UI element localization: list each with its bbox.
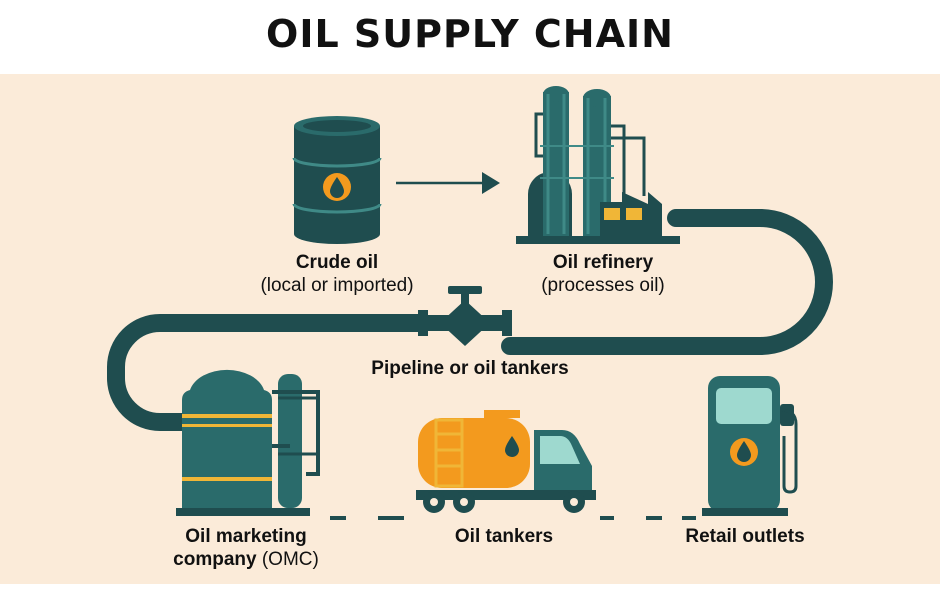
pipeline-label: Pipeline or oil tankers bbox=[330, 357, 610, 380]
omc-label: Oil marketing company (OMC) bbox=[136, 525, 356, 571]
omc-line2-rest: (OMC) bbox=[261, 549, 319, 570]
pipeline-route bbox=[501, 209, 833, 355]
retail-label: Retail outlets bbox=[640, 525, 850, 548]
diagram-panel: Crude oil (local or imported) Oil refine… bbox=[0, 74, 940, 584]
tankers-label: Oil tankers bbox=[404, 525, 604, 548]
storage-tank-icon bbox=[176, 369, 320, 516]
fuel-pump-icon bbox=[702, 376, 798, 516]
refinery-icon bbox=[516, 86, 680, 244]
tanker-truck-icon bbox=[416, 410, 596, 513]
diagram-art bbox=[107, 86, 833, 520]
omc-line1: Oil marketing bbox=[185, 526, 307, 547]
oil-barrel-icon bbox=[292, 116, 382, 244]
retail-title: Retail outlets bbox=[685, 526, 805, 547]
tankers-title: Oil tankers bbox=[454, 526, 554, 547]
refinery-sublabel: (processes oil) bbox=[541, 275, 665, 296]
crude-oil-label: Crude oil (local or imported) bbox=[237, 251, 437, 297]
refinery-label: Oil refinery (processes oil) bbox=[498, 251, 708, 297]
pipeline-title: Pipeline or oil tankers bbox=[371, 358, 569, 379]
pipeline-valve-icon bbox=[418, 286, 512, 346]
omc-line2-bold: company bbox=[173, 549, 257, 570]
crude-oil-sublabel: (local or imported) bbox=[260, 275, 414, 296]
page-title: OIL SUPPLY CHAIN bbox=[266, 12, 674, 56]
refinery-title: Oil refinery bbox=[552, 252, 654, 273]
crude-oil-title: Crude oil bbox=[295, 252, 379, 273]
pipeline-route-left bbox=[107, 314, 420, 431]
arrow-right-icon bbox=[396, 172, 500, 194]
